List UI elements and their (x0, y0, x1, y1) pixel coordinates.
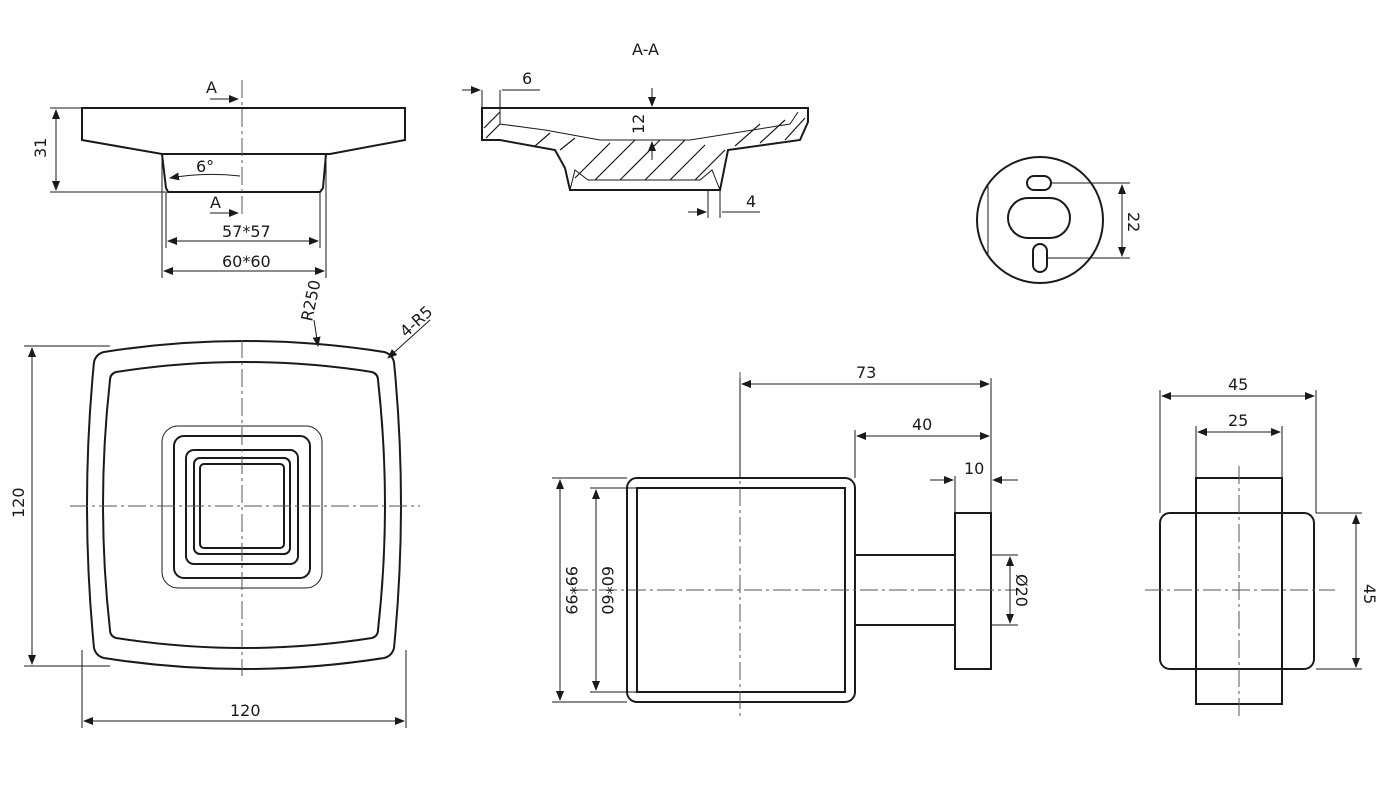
dim-99x99-label: 99*99 (562, 566, 581, 615)
top-view: 120 120 R250 4-R5 (9, 278, 436, 728)
front-elevation-view: 73 40 10 99*99 60*60 Ø20 (552, 363, 1031, 718)
dim-12-label: 12 (629, 114, 648, 134)
back-circle-view: 22 (976, 156, 1143, 284)
dim-phi20-label: Ø20 (1012, 574, 1031, 607)
dim-60x60-label: 60*60 (222, 252, 271, 271)
dim-10-label: 10 (964, 459, 984, 478)
dim-25-label: 25 (1228, 411, 1248, 430)
dim-120-horizontal-label: 120 (230, 701, 261, 720)
side-elevation-view: 31 6° A A 57*57 60*60 (31, 78, 406, 278)
dim-60x60-side-label: 60*60 (598, 566, 617, 615)
dim-4r5-label: 4-R5 (396, 302, 436, 341)
section-a-a-view: A-A 6 12 (462, 40, 809, 218)
dim-r250-label: R250 (297, 278, 324, 323)
dim-31-label: 31 (31, 138, 50, 158)
dim-57x57-label: 57*57 (222, 222, 271, 241)
dim-120-vertical-label: 120 (9, 487, 28, 518)
dim-40-label: 40 (912, 415, 932, 434)
dim-22-label: 22 (1124, 212, 1143, 232)
section-hatching (483, 111, 806, 181)
cut-a-bottom-label: A (210, 193, 221, 212)
dim-6deg-label: 6° (196, 157, 214, 176)
dim-45-top-label: 45 (1228, 375, 1248, 394)
dim-6-label: 6 (522, 69, 532, 88)
dim-4-label: 4 (746, 192, 756, 211)
dim-45-side-label: 45 (1360, 584, 1379, 604)
cut-a-top-label: A (206, 78, 217, 97)
section-title: A-A (632, 40, 659, 59)
side-view-right: 45 25 45 (1145, 375, 1379, 716)
dim-73-label: 73 (856, 363, 876, 382)
